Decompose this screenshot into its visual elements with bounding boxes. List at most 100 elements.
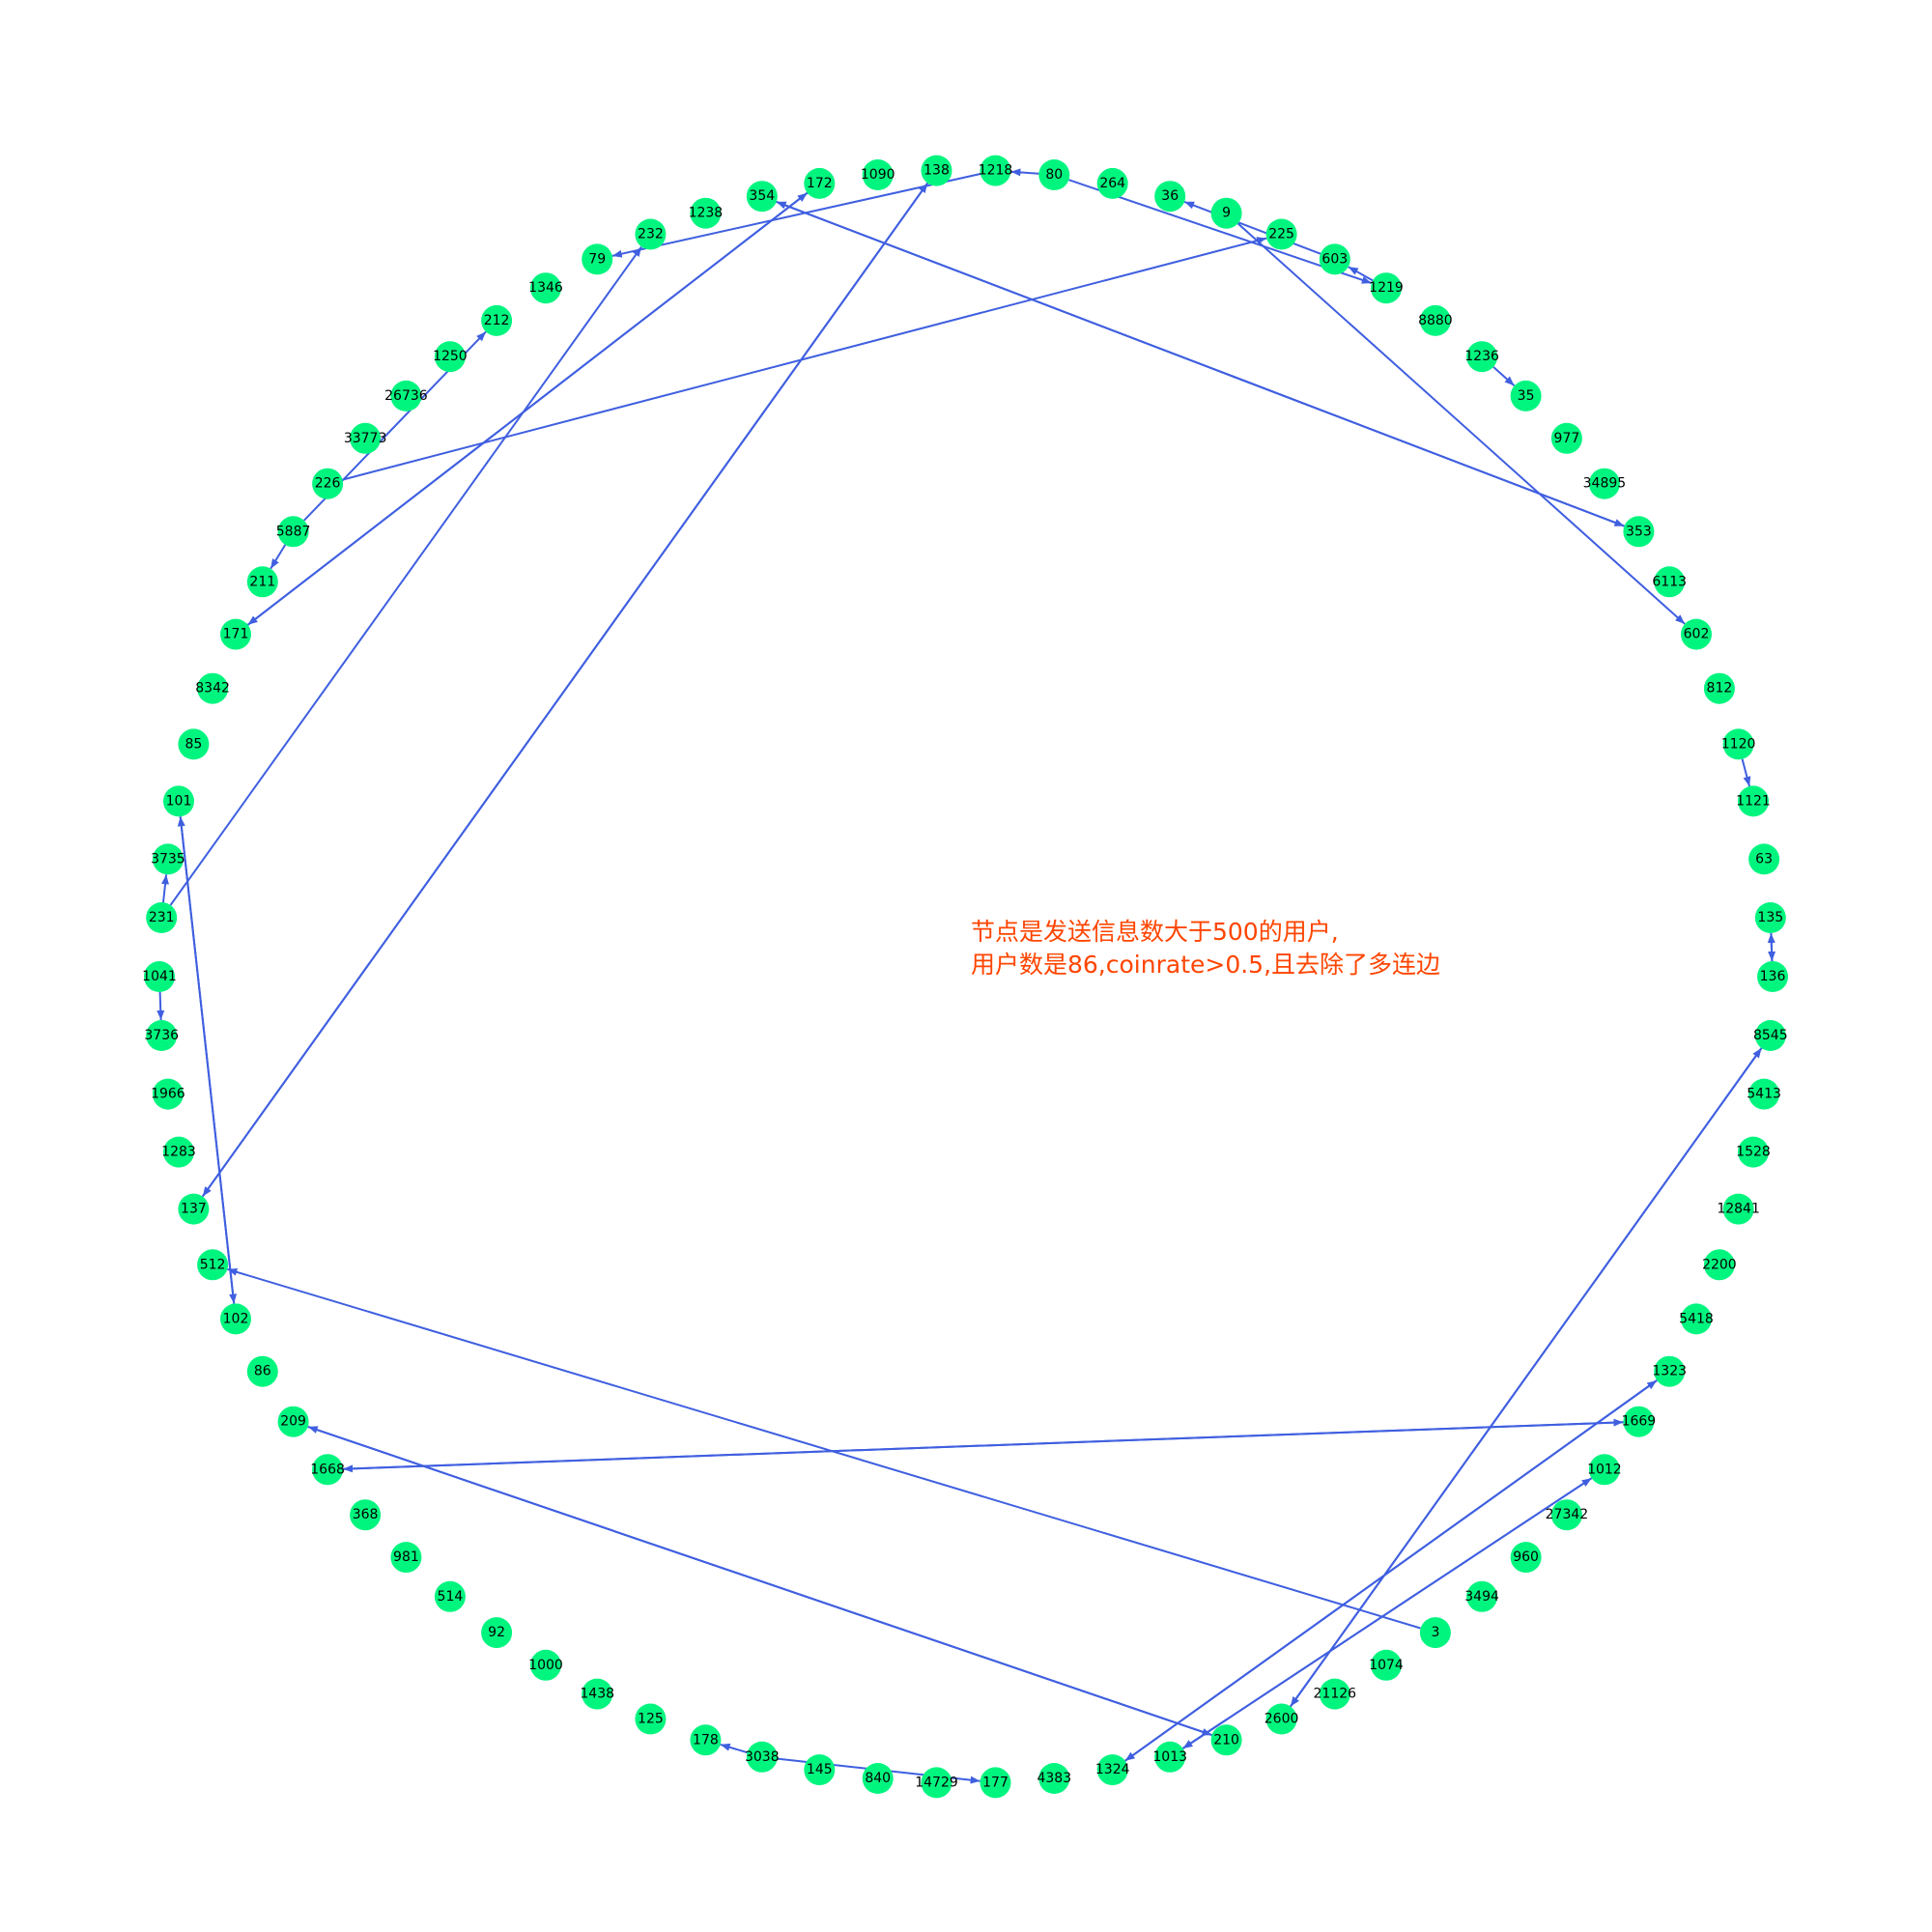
node-1000: 1000 (528, 1649, 563, 1681)
node-231: 231 (146, 902, 178, 933)
node-circle (178, 1193, 210, 1225)
node-label: 3038 (745, 1749, 780, 1765)
node-circle (1319, 243, 1350, 275)
node-79: 79 (582, 243, 613, 275)
node-circle (1510, 1542, 1542, 1574)
node-circle (1210, 197, 1242, 229)
node-circle (862, 159, 894, 190)
node-circle (1722, 728, 1754, 760)
node-label: 1346 (528, 280, 563, 296)
node-80: 80 (1038, 159, 1070, 190)
edge-1012-to-1013 (1181, 1477, 1593, 1749)
edge-5887-to-211 (270, 544, 287, 570)
node-label: 232 (638, 227, 664, 242)
node-circle (1038, 1763, 1070, 1794)
node-label: 211 (249, 574, 275, 589)
node-85: 85 (178, 728, 210, 760)
node-label: 137 (181, 1202, 207, 1217)
node-8880: 8880 (1418, 304, 1453, 336)
node-circle (635, 218, 667, 250)
node-1346: 1346 (528, 272, 563, 304)
node-63: 63 (1748, 843, 1780, 875)
node-circle (1265, 1703, 1297, 1735)
node-label: 86 (254, 1364, 271, 1379)
node-circle (582, 1678, 613, 1710)
node-circle (635, 1703, 667, 1735)
node-145: 145 (804, 1754, 836, 1786)
edge-1219-to-603 (1348, 266, 1374, 282)
node-212: 212 (481, 304, 513, 336)
node-circle (1654, 566, 1686, 598)
node-circle (1038, 159, 1070, 190)
node-label: 35 (1518, 388, 1535, 404)
node-circle (690, 1724, 722, 1756)
node-label: 1000 (528, 1658, 563, 1673)
node-circle (146, 1020, 178, 1051)
caption-line-2: 用户数是86,coinrate>0.5,且去除了多连边 (971, 951, 1441, 979)
node-3736: 3736 (144, 1020, 179, 1051)
edge-9-to-602 (1236, 222, 1686, 625)
node-circle (1096, 167, 1128, 199)
node-circle (1550, 1499, 1582, 1531)
node-9: 9 (1210, 197, 1242, 229)
node-circle (197, 672, 229, 704)
node-label: 1238 (689, 206, 724, 221)
node-3735: 3735 (151, 843, 185, 875)
node-27342: 27342 (1546, 1499, 1588, 1531)
node-6113: 6113 (1652, 566, 1687, 598)
node-circle (277, 1406, 309, 1437)
node-circle (1681, 1303, 1712, 1335)
node-label: 603 (1321, 251, 1348, 267)
node-label: 6113 (1652, 574, 1687, 589)
node-209: 209 (277, 1406, 309, 1437)
node-977: 977 (1550, 422, 1582, 454)
node-1041: 1041 (142, 961, 177, 992)
node-812: 812 (1703, 672, 1735, 704)
edge-353-to-354 (776, 200, 1625, 527)
node-label: 225 (1268, 227, 1294, 242)
node-960: 960 (1510, 1542, 1542, 1574)
node-label: 79 (588, 251, 606, 267)
node-label: 135 (1757, 910, 1783, 925)
node-circle (862, 1763, 894, 1794)
node-circle (530, 272, 561, 304)
node-264: 264 (1096, 167, 1128, 199)
node-circle (1371, 272, 1402, 304)
edge-1236-to-35 (1492, 366, 1516, 386)
node-circle (1550, 422, 1582, 454)
edge-8545-to-2600 (1290, 1047, 1763, 1708)
node-101: 101 (163, 785, 194, 817)
node-1013: 1013 (1152, 1741, 1187, 1773)
node-circle (197, 1249, 229, 1281)
edge-3-to-512 (227, 1267, 1421, 1630)
node-label: 209 (280, 1414, 306, 1430)
node-circle (390, 1542, 422, 1574)
node-label: 172 (807, 176, 833, 191)
node-label: 1121 (1736, 793, 1771, 809)
node-5418: 5418 (1679, 1303, 1714, 1335)
node-1236: 1236 (1464, 341, 1499, 373)
node-circle (152, 1078, 184, 1110)
node-label: 3735 (151, 851, 185, 867)
node-circle (1588, 468, 1620, 499)
node-1324: 1324 (1095, 1754, 1130, 1786)
node-label: 960 (1513, 1549, 1539, 1565)
node-3494: 3494 (1464, 1580, 1499, 1612)
node-210: 210 (1210, 1724, 1242, 1756)
graph-caption: 节点是发送信息数大于500的用户, 用户数是86,coinrate>0.5,且去… (971, 916, 1440, 981)
edge-137-to-138 (201, 183, 929, 1198)
node-368: 368 (350, 1499, 382, 1531)
node-1219: 1219 (1369, 272, 1404, 304)
node-circle (921, 155, 952, 186)
node-circle (350, 422, 382, 454)
node-circle (582, 243, 613, 275)
node-circle (1754, 902, 1786, 933)
node-circle (690, 197, 722, 229)
node-label: 3736 (144, 1028, 179, 1043)
node-125: 125 (635, 1703, 667, 1735)
node-label: 210 (1213, 1732, 1239, 1747)
node-label: 1323 (1652, 1364, 1687, 1379)
node-178: 178 (690, 1724, 722, 1756)
node-1090: 1090 (861, 159, 895, 190)
